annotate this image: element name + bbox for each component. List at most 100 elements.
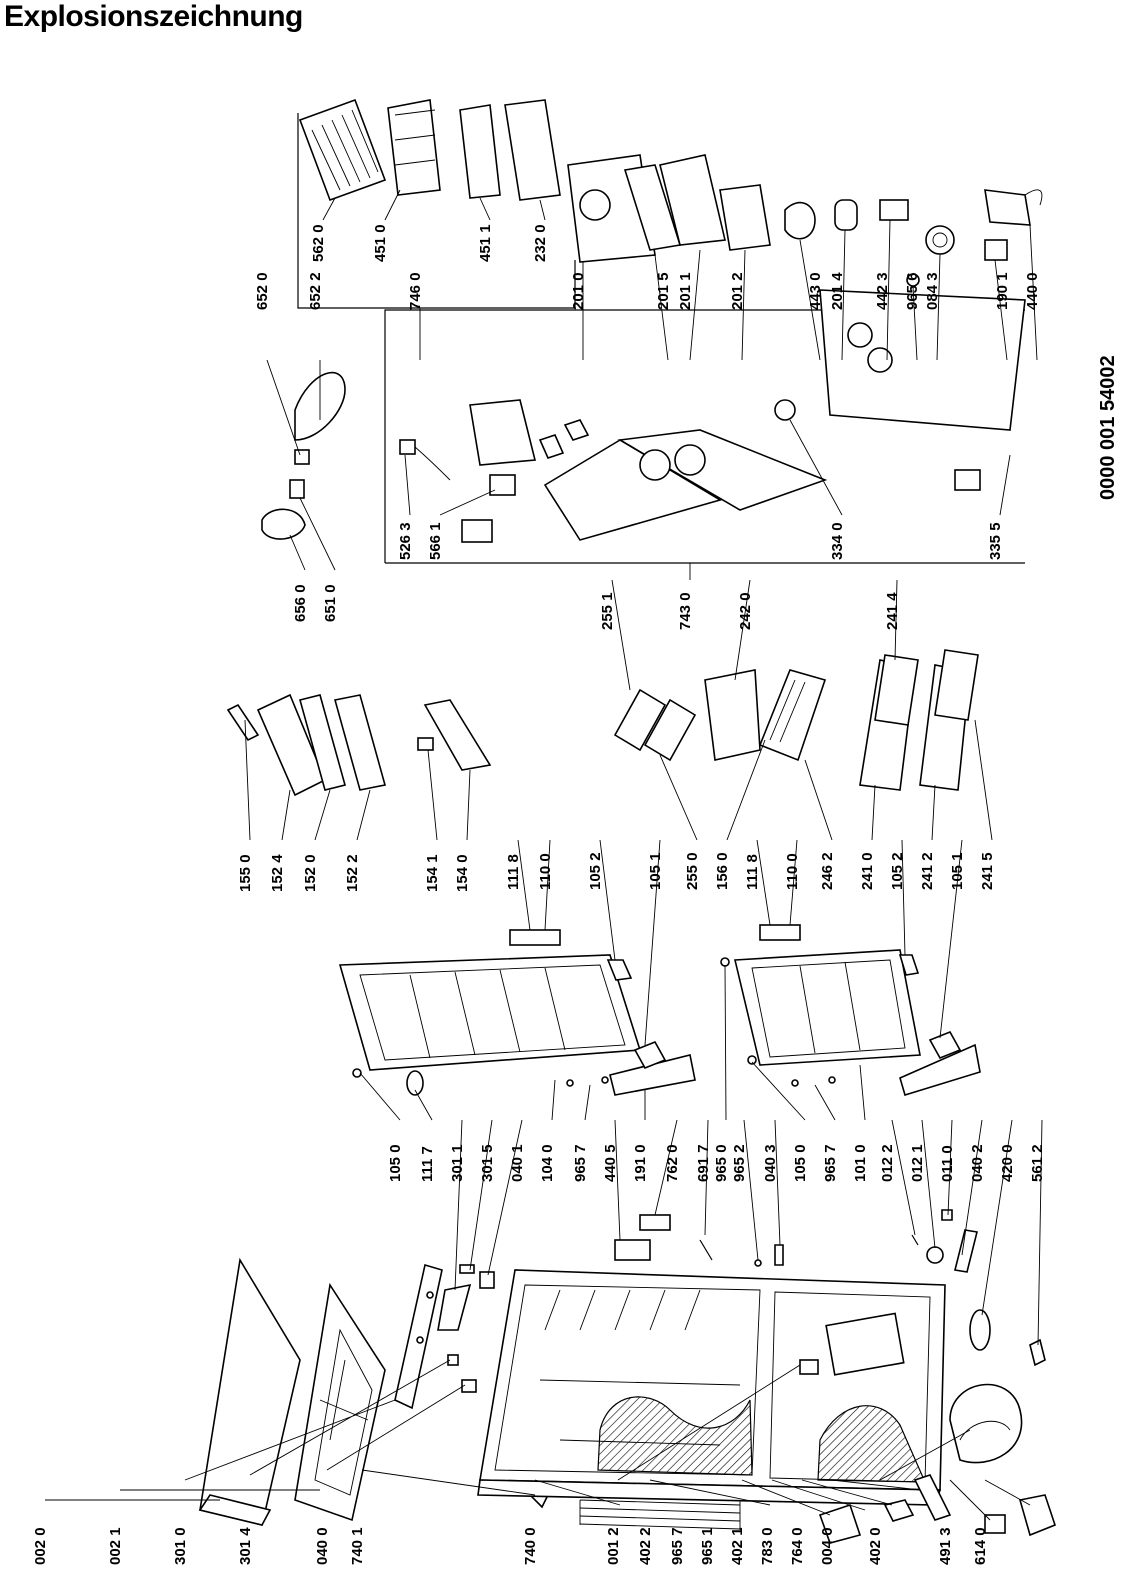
evaporator-562-0 <box>298 98 387 202</box>
part-label-301-4: 301 4 <box>237 1527 254 1565</box>
rail-part <box>394 1263 443 1410</box>
part-label-764-0: 764 0 <box>789 1527 806 1565</box>
part-label-335-5: 335 5 <box>987 522 1004 560</box>
part-label-040-2: 040 2 <box>969 1144 986 1182</box>
part-label-201-5: 201 5 <box>655 272 672 310</box>
part-label-152-4: 152 4 <box>269 854 286 892</box>
part-label-201-4: 201 4 <box>829 272 846 310</box>
part-label-301-1: 301 1 <box>449 1144 466 1182</box>
plate-201-1 <box>659 154 726 246</box>
hinge-105-2-b <box>898 954 920 976</box>
foot-012-1 <box>926 1246 944 1264</box>
part-label-440-5: 440 5 <box>602 1144 619 1182</box>
fan-440-5 <box>614 1239 651 1261</box>
document-number: 0000 001 54002 <box>1097 355 1119 500</box>
lamp-420-0 <box>969 1309 991 1351</box>
part-label-040-0: 040 0 <box>314 1527 331 1565</box>
hinge-040-3 <box>774 1244 784 1266</box>
sensor-526-3 <box>399 439 416 455</box>
control-panel-group <box>384 289 1026 564</box>
top-cover-group <box>198 1257 549 1526</box>
door-gasket-191-0 <box>609 1054 696 1096</box>
bracket-566-1-b <box>461 519 493 543</box>
part-label-561-2: 561 2 <box>1029 1144 1046 1182</box>
part-label-746-0: 746 0 <box>407 272 424 310</box>
part-label-656-0: 656 0 <box>292 584 309 622</box>
part-label-101-0: 101 0 <box>852 1144 869 1182</box>
screw-011-0 <box>941 1209 953 1221</box>
fan-blade-443-0 <box>784 201 816 240</box>
part-label-110-0-b: 110 0 <box>784 853 801 890</box>
part-label-255-1: 255 1 <box>599 592 616 630</box>
hinge-040-2 <box>954 1229 978 1273</box>
part-label-040-1: 040 1 <box>509 1144 526 1182</box>
shelf-152-2 <box>333 694 387 791</box>
part-label-111-7: 111 7 <box>419 1146 436 1182</box>
plug-111-7 <box>406 1070 424 1096</box>
knob-334-0 <box>774 399 796 421</box>
motor-201-4 <box>834 199 858 231</box>
part-label-154-1: 154 1 <box>424 854 441 892</box>
drawer-241-4 <box>874 654 919 726</box>
part-label-111-8-a: 111 8 <box>505 854 522 890</box>
crisper-242-0 <box>704 669 761 761</box>
bracket-566-1-a <box>489 474 516 496</box>
part-label-241-2: 241 2 <box>919 852 936 890</box>
part-label-691-7: 691 7 <box>695 1144 712 1182</box>
top-frame-part <box>294 1282 386 1522</box>
part-label-040-3: 040 3 <box>762 1144 779 1182</box>
part-762-0 <box>639 1214 671 1231</box>
handle-110-0-b <box>759 924 801 941</box>
part-label-440-0: 440 0 <box>1024 272 1041 310</box>
drawer-241-5 <box>934 649 979 721</box>
label-335-5 <box>954 469 981 491</box>
part-label-012-2: 012 2 <box>879 1144 896 1182</box>
part-label-152-2: 152 2 <box>344 854 361 892</box>
clip-301-4 <box>447 1354 459 1366</box>
part-label-242-0: 242 0 <box>737 592 754 630</box>
part-label-201-1: 201 1 <box>677 272 694 310</box>
refrigerator-cabinet <box>477 1269 952 1544</box>
hinge-105-1-b <box>928 1030 962 1060</box>
hinge-040-0 <box>461 1379 477 1393</box>
part-label-965-7-a: 965 7 <box>572 1144 589 1182</box>
part-label-651-0: 651 0 <box>322 584 339 622</box>
part-label-562-0: 562 0 <box>310 224 327 262</box>
part-label-190-1: 190 1 <box>994 272 1011 310</box>
clip-154-1 <box>417 737 434 751</box>
part-label-004-0: 004 0 <box>819 1527 836 1565</box>
part-label-201-2: 201 2 <box>729 272 746 310</box>
part-label-652-0: 652 0 <box>254 272 271 310</box>
part-label-156-0: 156 0 <box>714 852 731 890</box>
part-label-255-0: 255 0 <box>684 852 701 890</box>
part-label-652-2: 652 2 <box>307 272 324 310</box>
part-label-451-1: 451 1 <box>477 224 494 262</box>
part-label-241-4: 241 4 <box>884 592 901 630</box>
switch-561-2 <box>1029 1338 1046 1367</box>
light-assembly <box>261 371 346 540</box>
egg-tray-155-0 <box>226 703 260 742</box>
part-label-442-3: 442 3 <box>874 272 891 310</box>
fan-motor-440-0 <box>984 189 1031 226</box>
hinge-105-1-a <box>633 1040 667 1070</box>
part-label-965-6: 965 6 <box>904 272 921 310</box>
part-label-110-0-a: 110 0 <box>537 853 554 890</box>
part-label-402-2: 402 2 <box>637 1527 654 1565</box>
part-label-301-0: 301 0 <box>172 1527 189 1565</box>
part-label-201-0: 201 0 <box>570 272 587 310</box>
part-label-232-0: 232 0 <box>532 224 549 262</box>
control-cover-334-0 <box>819 289 1026 431</box>
page-title: Explosionszeichnung <box>4 0 303 33</box>
part-label-402-1: 402 1 <box>729 1527 746 1565</box>
lower-door <box>720 924 981 1097</box>
starter-614-0 <box>1018 1494 1056 1537</box>
compressor-group <box>911 1209 1056 1537</box>
housing-232-0 <box>504 99 561 201</box>
part-label-155-0: 155 0 <box>237 854 254 892</box>
thermostat-housing <box>469 399 537 466</box>
part-label-965-7-c: 965 7 <box>822 1144 839 1182</box>
inner-shelves <box>613 649 979 791</box>
clip-301-5 <box>459 1264 475 1274</box>
fan-084-3 <box>925 225 955 255</box>
duct-201-2 <box>719 184 771 251</box>
